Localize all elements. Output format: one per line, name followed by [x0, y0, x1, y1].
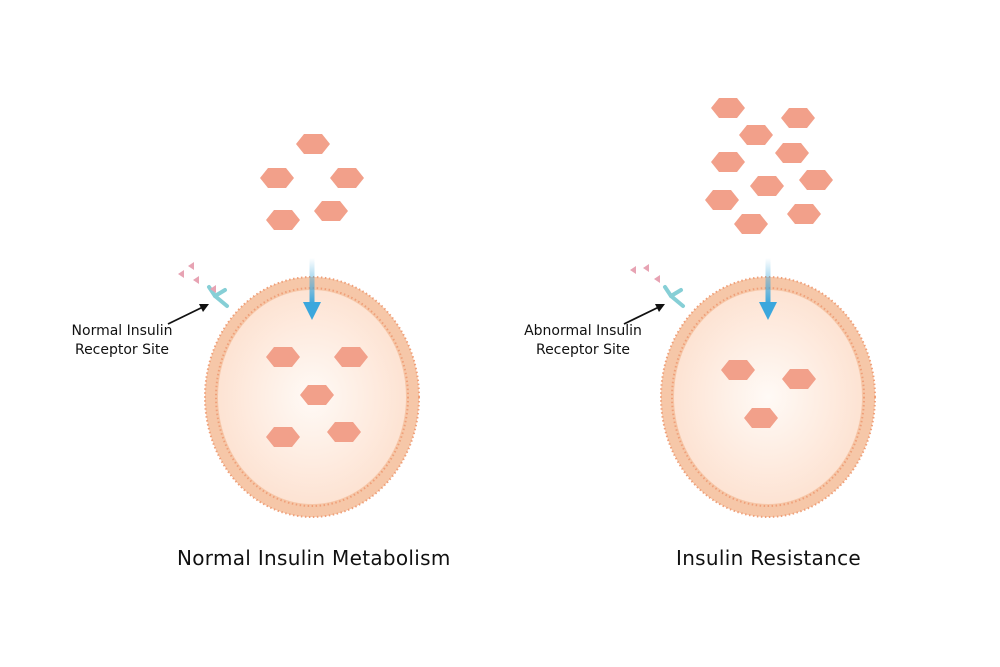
- membrane-inner-dots: [671, 287, 865, 507]
- glucose-entry-arrow-shaft: [309, 258, 315, 304]
- glucose-molecule-icon: [721, 360, 755, 380]
- glucose-molecule-icon: [334, 347, 368, 367]
- glucose-molecule-icon: [734, 214, 768, 234]
- glucose-molecule-icon: [314, 201, 348, 221]
- glucose-molecule-icon: [739, 125, 773, 145]
- label-line: Receptor Site: [74, 342, 170, 358]
- normal-receptor-label: Normal Insulin Receptor Site: [52, 322, 192, 360]
- glucose-molecule-icon: [744, 408, 778, 428]
- insulin-receptor-icon: [663, 285, 685, 308]
- glucose-molecule-icon: [266, 347, 300, 367]
- membrane-inner-dots: [215, 287, 409, 507]
- normal-metabolism-title: Normal Insulin Metabolism: [177, 546, 451, 570]
- cell-cytoplasm: [674, 290, 862, 504]
- insulin-molecule-icon: [630, 266, 636, 274]
- glucose-molecule-icon: [781, 108, 815, 128]
- insulin-resistance-title: Insulin Resistance: [676, 546, 861, 570]
- glucose-molecule-icon: [787, 204, 821, 224]
- label-line: Normal Insulin: [71, 323, 173, 339]
- glucose-molecule-icon: [266, 210, 300, 230]
- insulin-molecule-icon: [193, 276, 199, 284]
- abnormal-receptor-label: Abnormal Insulin Receptor Site: [508, 322, 658, 360]
- glucose-molecule-icon: [300, 385, 334, 405]
- membrane-outer-dots: [204, 276, 420, 518]
- label-line: Abnormal Insulin: [524, 323, 642, 339]
- glucose-molecule-icon: [327, 422, 361, 442]
- pointer-arrow-head-icon: [199, 304, 209, 312]
- label-line: Receptor Site: [535, 342, 631, 358]
- insulin-receptor-icon: [207, 285, 229, 308]
- membrane-outer-dots: [660, 276, 876, 518]
- pointer-arrow: [623, 305, 662, 325]
- glucose-molecule-icon: [266, 427, 300, 447]
- glucose-molecule-icon: [705, 190, 739, 210]
- glucose-molecule-icon: [296, 134, 330, 154]
- arrow-head-icon: [759, 302, 777, 320]
- insulin-molecule-icon: [178, 270, 184, 278]
- glucose-molecule-icon: [750, 176, 784, 196]
- receptor-stem: [669, 294, 685, 308]
- insulin-molecule-icon: [210, 285, 216, 293]
- insulin-molecule-icon: [643, 264, 649, 272]
- glucose-molecule-icon: [260, 168, 294, 188]
- pointer-arrow: [167, 305, 206, 325]
- glucose-molecule-icon: [782, 369, 816, 389]
- glucose-molecule-icon: [775, 143, 809, 163]
- receptor-arm: [669, 288, 683, 298]
- receptor-arm: [213, 288, 227, 298]
- insulin-molecule-icon: [654, 275, 660, 283]
- arrow-head-icon: [303, 302, 321, 320]
- insulin-molecule-icon: [188, 262, 194, 270]
- pointer-arrow-head-icon: [655, 304, 665, 312]
- glucose-molecule-icon: [711, 152, 745, 172]
- glucose-molecule-icon: [711, 98, 745, 118]
- glucose-molecule-icon: [330, 168, 364, 188]
- receptor-stem: [213, 294, 229, 308]
- glucose-molecule-icon: [799, 170, 833, 190]
- glucose-entry-arrow-shaft: [765, 258, 771, 304]
